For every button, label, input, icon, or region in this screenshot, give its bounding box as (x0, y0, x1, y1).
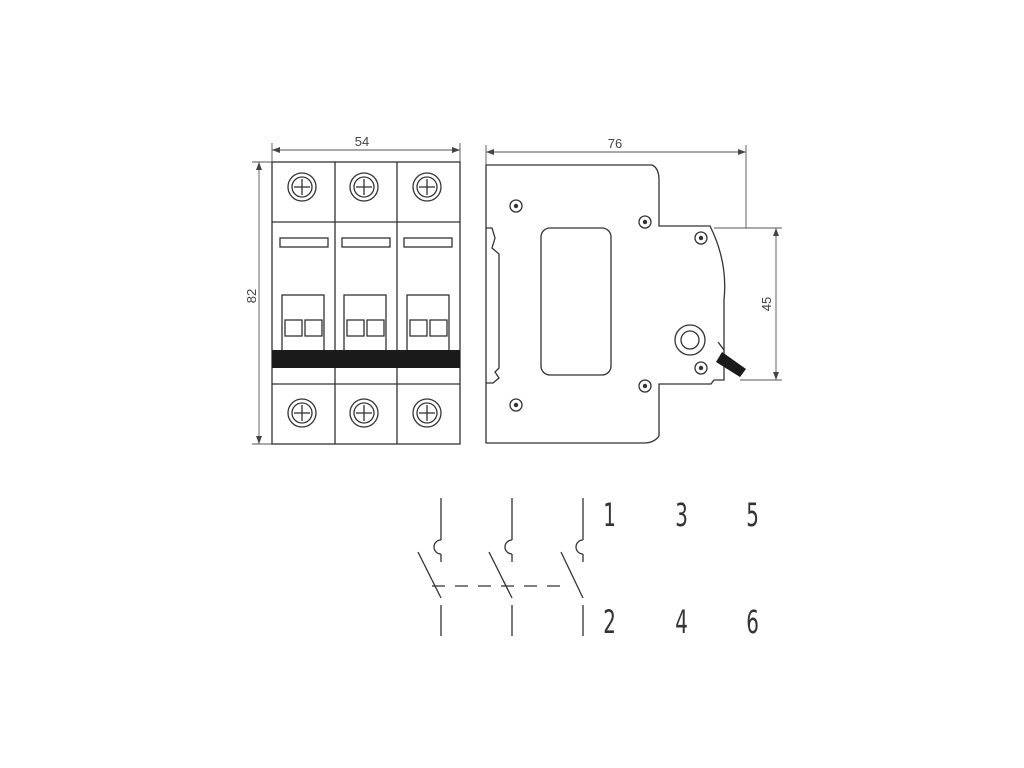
top-screws (287, 172, 442, 202)
terminal-label-6: 6 (746, 604, 759, 641)
rivets (509, 199, 708, 412)
screw-icon (287, 398, 317, 428)
screw-icon (412, 172, 442, 202)
handle-pivot (674, 324, 706, 356)
label-slot (403, 237, 453, 248)
screw-icon (349, 398, 379, 428)
height-label: 82 (244, 289, 259, 303)
screw-icon (349, 172, 379, 202)
pole-1 (417, 498, 442, 636)
depth-label: 76 (608, 136, 622, 151)
handle-band (272, 350, 460, 368)
wiring-schematic: 1 3 5 2 4 6 (417, 497, 759, 641)
terminal-label-2: 2 (603, 604, 616, 641)
toggle-lever (716, 341, 746, 377)
front-height-dimension: 45 (714, 227, 782, 381)
side-view: 76 45 (485, 136, 782, 444)
terminal-label-3: 3 (675, 497, 688, 534)
front-body-outline (271, 161, 461, 445)
height-dimension: 82 (244, 161, 272, 445)
bottom-screws (287, 398, 442, 428)
front-height-label: 45 (759, 297, 774, 311)
depth-dimension: 76 (485, 136, 747, 228)
screw-icon (412, 398, 442, 428)
width-dimension: 54 (271, 134, 461, 163)
label-slot (341, 237, 391, 248)
front-view: 54 82 (244, 134, 461, 445)
pole-2 (488, 498, 513, 636)
label-slot (279, 237, 329, 248)
pole-3 (560, 498, 584, 636)
terminal-label-4: 4 (675, 604, 688, 641)
side-body-outline (485, 164, 726, 444)
screw-icon (287, 172, 317, 202)
side-window (540, 227, 612, 376)
terminal-label-1: 1 (603, 497, 616, 534)
width-label: 54 (355, 134, 369, 149)
toggle-windows (281, 294, 450, 352)
terminal-label-5: 5 (746, 497, 759, 534)
